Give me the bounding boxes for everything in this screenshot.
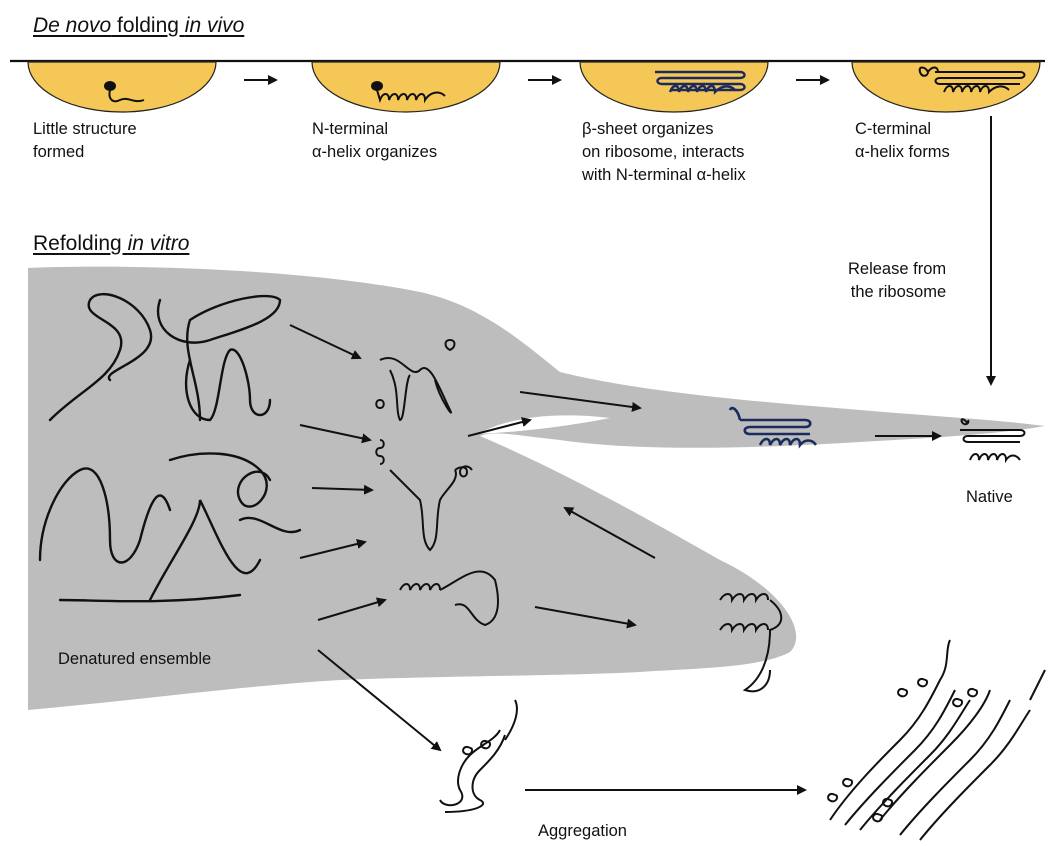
stage-label-2: N-terminal α-helix organizes xyxy=(312,118,437,164)
aggregation-label: Aggregation xyxy=(538,820,627,843)
stage-label-4: C-terminal α-helix forms xyxy=(855,118,950,164)
ribosome-2 xyxy=(312,62,500,112)
folding-funnel xyxy=(28,267,1045,710)
stage-label-3: β-sheet organizes on ribosome, interacts… xyxy=(582,118,746,187)
aggregate-monomer xyxy=(440,700,517,812)
denatured-label: Denatured ensemble xyxy=(58,648,211,671)
stage-label-1: Little structure formed xyxy=(33,118,137,164)
native-label: Native xyxy=(966,486,1013,509)
release-label: Release from the ribosome xyxy=(848,258,946,304)
aggregate xyxy=(828,640,1045,840)
ribosome-1 xyxy=(28,62,216,112)
